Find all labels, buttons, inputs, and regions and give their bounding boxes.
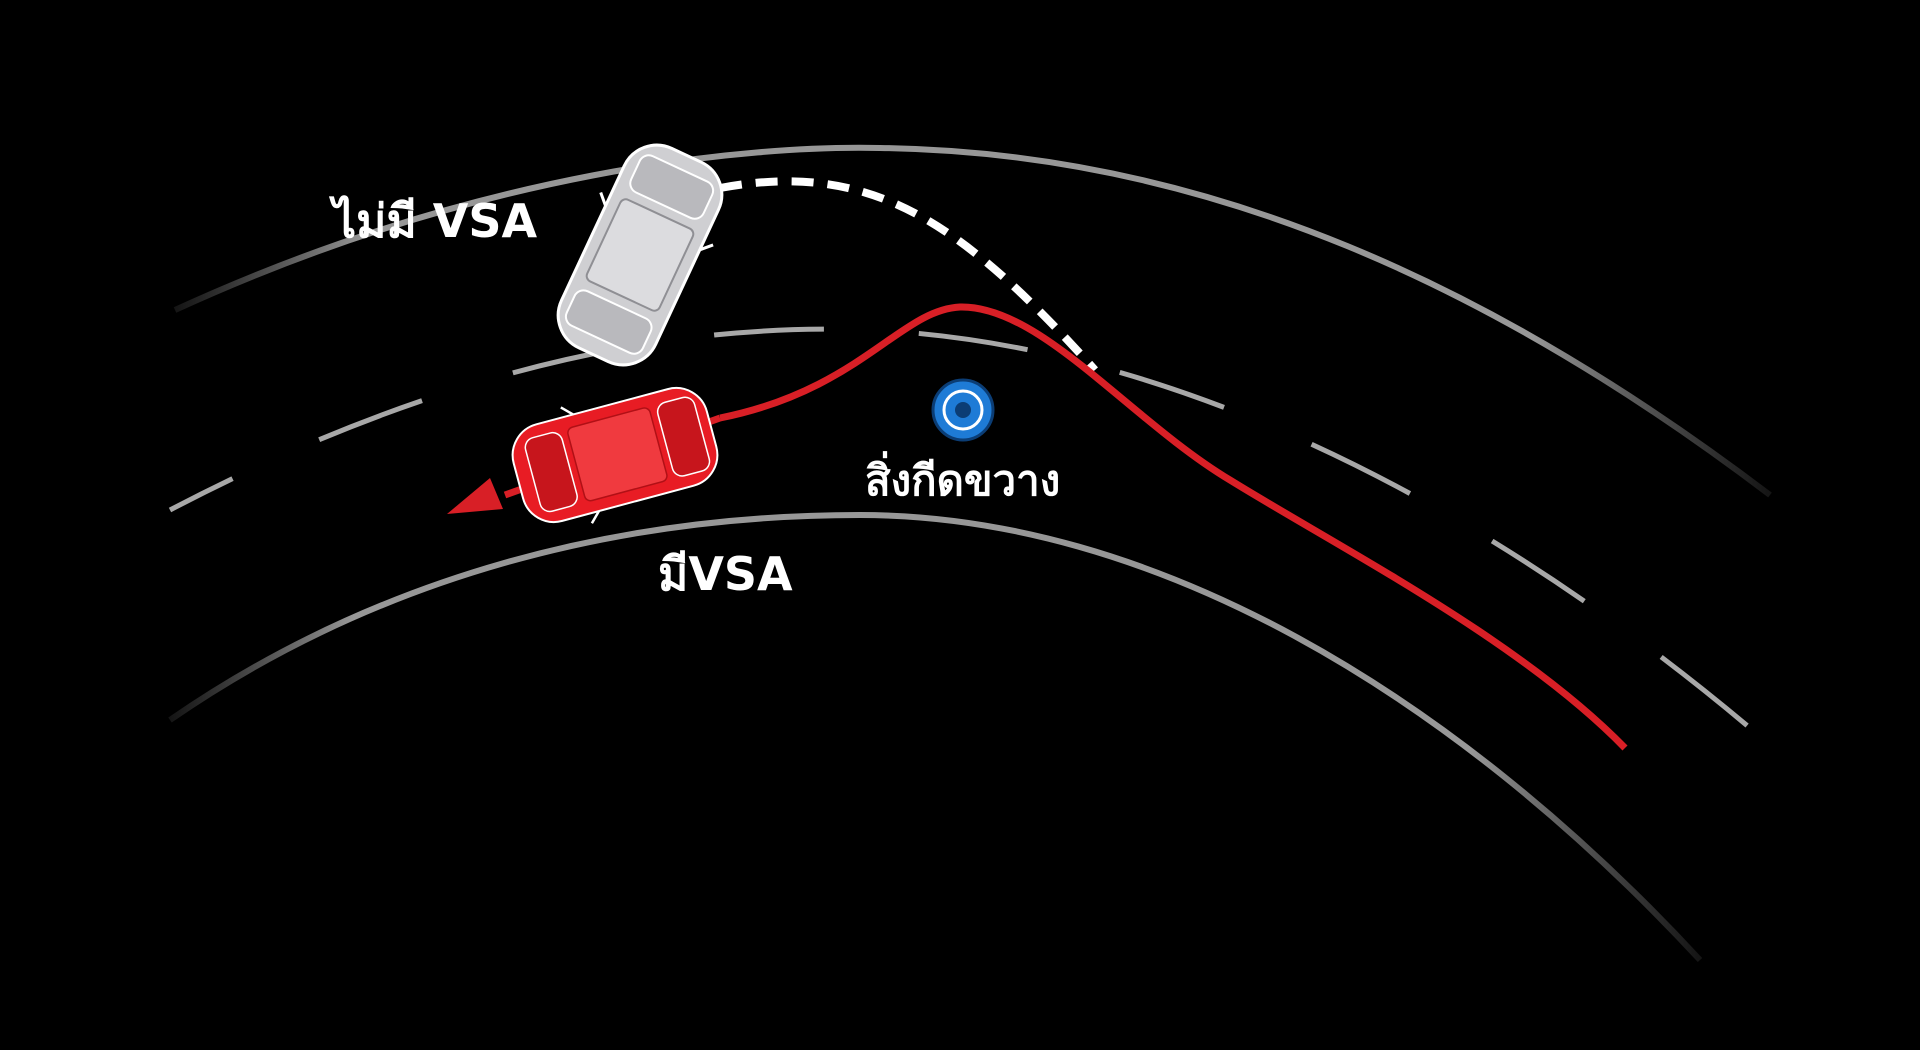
label-obstacle: สิ่งกีดขวาง	[865, 456, 1061, 505]
road-outer-edge	[173, 144, 1772, 498]
with-vsa-path	[719, 303, 1628, 751]
lane-divider	[168, 326, 1772, 747]
arrowhead-icon	[447, 478, 503, 514]
car-without-vsa	[556, 143, 724, 367]
car-with-vsa	[511, 387, 719, 524]
target-circle-icon	[931, 378, 995, 442]
label-without-vsa: ไม่มี VSA	[333, 194, 538, 248]
label-with-vsa: มีVSA	[658, 547, 793, 601]
road-inner-edge	[168, 511, 1703, 963]
without-vsa-path	[719, 177, 1098, 373]
